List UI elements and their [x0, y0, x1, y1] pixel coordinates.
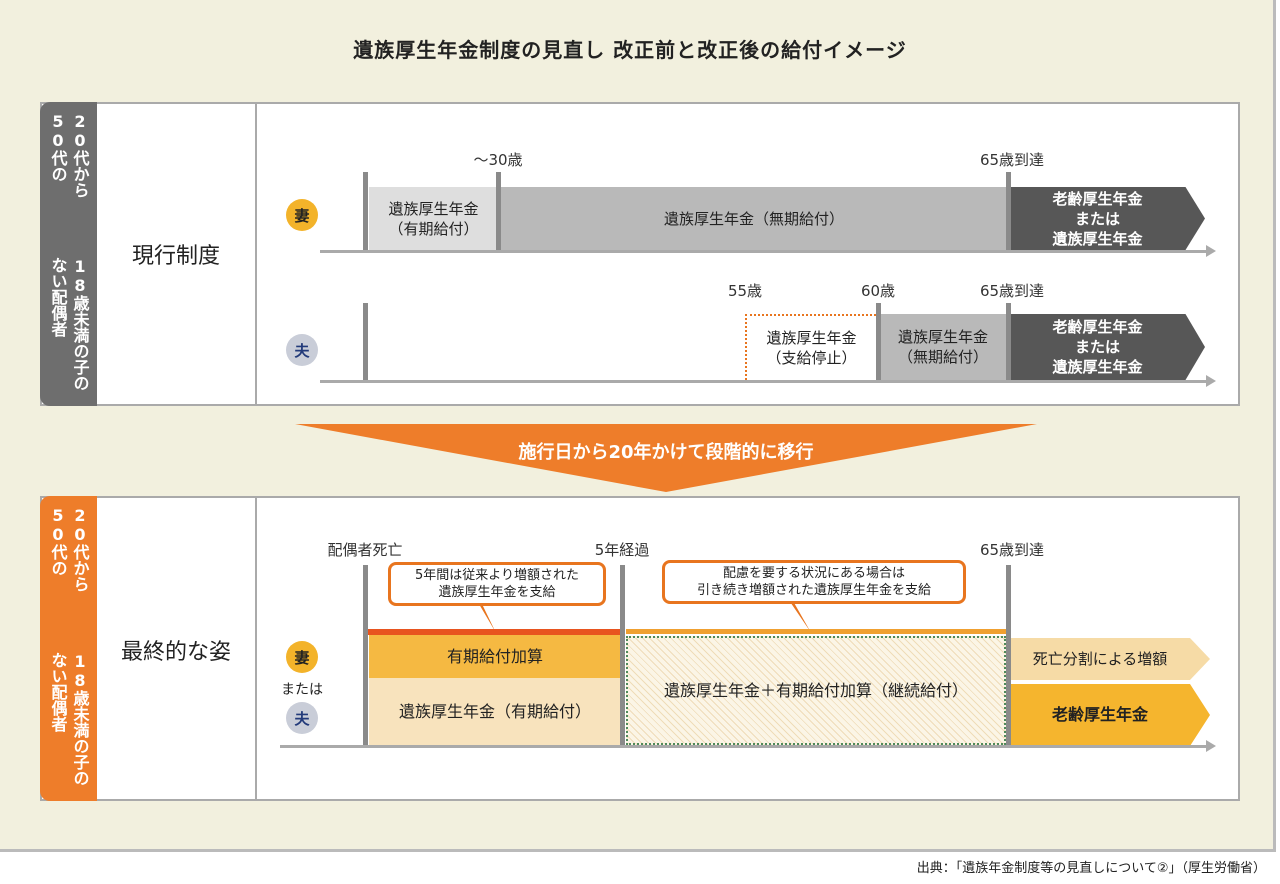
subject-label-final: 20代から50代の 18歳未満の子のない配偶者	[40, 496, 97, 801]
marker-line	[1006, 565, 1011, 748]
marker-line	[620, 565, 625, 748]
segment-addition: 有期給付加算	[369, 635, 621, 678]
marker-line	[363, 303, 368, 383]
final-label: 最終的な姿	[97, 498, 257, 799]
husband-icon: 夫	[286, 334, 318, 366]
subject-line2: 18歳未満の子のない配偶者	[48, 257, 90, 392]
segment-old-age: 老齢厚生年金 または 遺族厚生年金	[1010, 314, 1205, 380]
transition-text: 施行日から20年かけて段階的に移行	[518, 442, 814, 463]
page-title: 遺族厚生年金制度の見直し 改正前と改正後の給付イメージ	[353, 38, 907, 62]
current-system-label: 現行制度	[97, 104, 257, 404]
segment-suspended: 遺族厚生年金 （支給停止）	[745, 314, 876, 380]
marker-line	[363, 565, 368, 748]
marker-line	[496, 172, 501, 252]
marker-5years: 5年経過	[594, 541, 650, 559]
timeline-axis	[320, 245, 1216, 257]
marker-line	[1006, 303, 1011, 383]
wife-icon: 妻	[286, 641, 318, 673]
segment-fixed-term: 遺族厚生年金 （有期給付）	[369, 187, 498, 250]
husband-icon: 夫	[286, 702, 318, 734]
marker-65: 65歳到達	[979, 541, 1045, 559]
segment-split: 死亡分割による増額	[1010, 638, 1210, 680]
increase-bracket	[366, 629, 622, 635]
marker-line	[876, 303, 881, 383]
source-citation: 出典：「遺族年金制度等の見直しについて②」（厚生労働省）	[916, 861, 1266, 876]
marker-60: 60歳	[860, 282, 896, 300]
or-label: または	[281, 682, 323, 698]
subject-label-current: 20代から50代の 18歳未満の子のない配偶者	[40, 102, 97, 406]
marker-line	[1006, 172, 1011, 252]
segment-continued: 遺族厚生年金＋有期給付加算（継続給付）	[626, 636, 1006, 745]
marker-65: 65歳到達	[979, 151, 1045, 169]
segment-fixed-term: 遺族厚生年金（有期給付）	[369, 678, 621, 745]
marker-line	[363, 172, 368, 252]
segment-old-age: 老齢厚生年金	[1010, 684, 1210, 746]
marker-30: 〜30歳	[473, 151, 523, 169]
wife-icon: 妻	[286, 199, 318, 231]
marker-65: 65歳到達	[979, 282, 1045, 300]
callout-continued: 配慮を要する状況にある場合は 引き続き増額された遺族厚生年金を支給	[662, 560, 966, 604]
callout-5years: 5年間は従来より増額された 遺族厚生年金を支給	[388, 562, 606, 606]
segment-indefinite: 遺族厚生年金 （無期給付）	[878, 314, 1008, 380]
subject-line1: 20代から50代の	[48, 112, 90, 198]
segment-indefinite: 遺族厚生年金（無期給付）	[500, 187, 1008, 250]
timeline-axis	[320, 375, 1216, 387]
segment-old-age: 老齢厚生年金 または 遺族厚生年金	[1010, 187, 1205, 250]
marker-55: 55歳	[727, 282, 763, 300]
subject-line1: 20代から50代の	[48, 506, 90, 592]
marker-death: 配偶者死亡	[327, 541, 403, 559]
timeline-axis	[280, 740, 1216, 752]
subject-line2: 18歳未満の子のない配偶者	[48, 651, 90, 786]
increase-bracket	[626, 629, 1008, 634]
